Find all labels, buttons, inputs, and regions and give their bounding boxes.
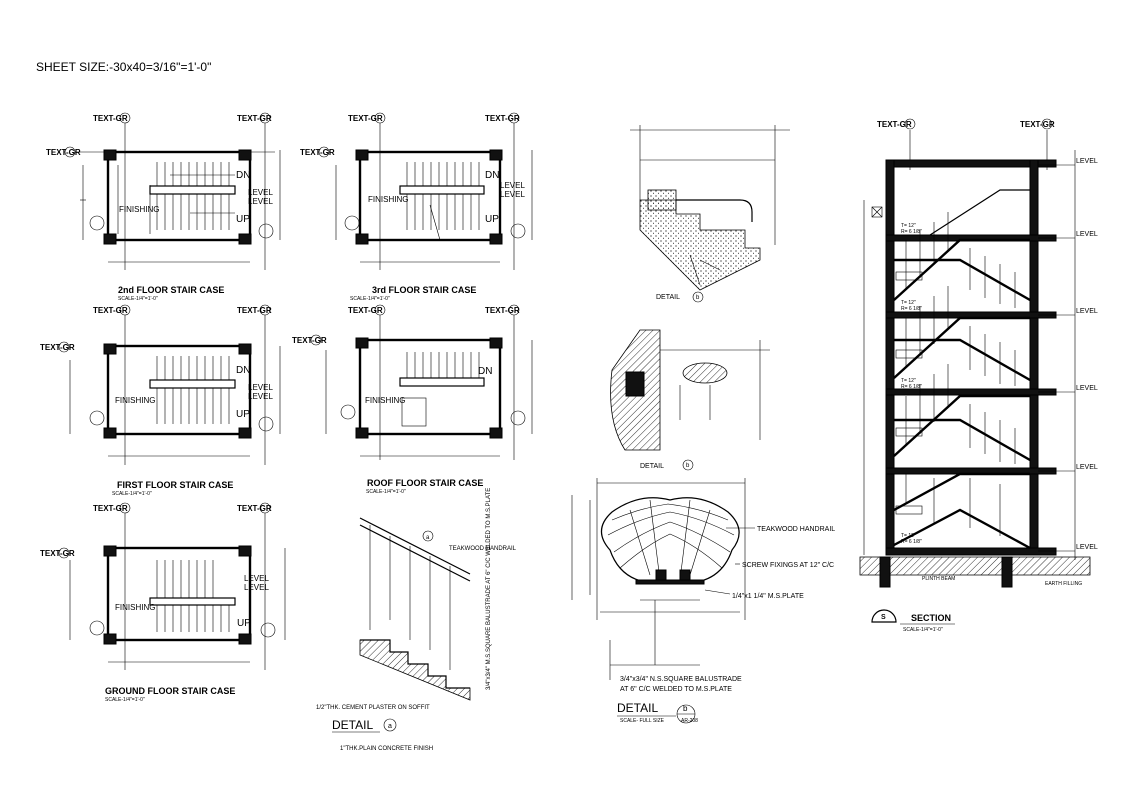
grid-tag: TEXT-GR	[40, 343, 75, 352]
finishing-label: FINISHING	[368, 195, 408, 204]
level-label: LEVEL	[1076, 385, 1098, 392]
grid-tag: TEXT-GR	[1020, 120, 1055, 129]
level-label: LEVEL	[244, 583, 269, 592]
detail-mark: a	[388, 723, 392, 730]
riser-label: R= 6 1/8"	[901, 229, 922, 235]
grid-tag: TEXT-GR	[237, 114, 272, 123]
riser-label: R= 6 1/8"	[901, 384, 922, 390]
detail-mark: b	[686, 463, 690, 469]
detail-label: DETAIL	[332, 718, 373, 732]
plan-title: GROUND FLOOR STAIR CASE	[105, 686, 235, 696]
grid-tag: TEXT-GR	[348, 114, 383, 123]
up-label: UP	[485, 214, 499, 225]
up-label: UP	[236, 409, 250, 420]
detail-mid-wall-handrail: DETAIL b	[610, 329, 770, 471]
grid-tag: TEXT-GR	[46, 148, 81, 157]
plan-roof-floor: TEXT-GR TEXT-GR TEXT-GR DN FINISHING	[292, 304, 533, 495]
level-label: LEVEL	[500, 190, 525, 199]
grid-tag: TEXT-GR	[237, 504, 272, 513]
level-label: LEVEL	[248, 383, 273, 392]
tread-label: T= 12"	[901, 378, 916, 384]
grid-tag: TEXT-GR	[93, 504, 128, 513]
grid-tag: TEXT-GR	[300, 148, 335, 157]
section-scale: SCALE-1/4"=1'-0"	[903, 627, 943, 633]
up-label: UP	[236, 214, 250, 225]
plaster-label: 1/2"THK. CEMENT PLASTER ON SOFFIT	[316, 705, 430, 711]
dn-label: DN	[478, 366, 492, 377]
earth-label: EARTH FILLING	[1045, 581, 1082, 587]
riser-label: R= 6 1/8"	[901, 539, 922, 545]
plan-ground-floor: TEXT-GR TEXT-GR TEXT-GR UP LEVEL LEVEL F…	[40, 502, 286, 703]
level-label: LEVEL	[248, 392, 273, 401]
level-label: LEVEL	[1076, 544, 1098, 551]
plan-scale: SCALE-1/4"=1'-0"	[112, 491, 152, 497]
plan-title: ROOF FLOOR STAIR CASE	[367, 478, 483, 488]
level-label: LEVEL	[1076, 308, 1098, 315]
tread-label: T= 12"	[901, 300, 916, 306]
grid-tag: TEXT-GR	[485, 114, 520, 123]
grid-tag: TEXT-GR	[93, 114, 128, 123]
teakwood-label: TEAKWOOD HANDRAIL	[757, 526, 835, 533]
detail-scale: SCALE- FULL SIZE	[620, 718, 665, 724]
grid-tag: TEXT-GR	[292, 336, 327, 345]
detail-b-handrail-profile: TEAKWOOD HANDRAIL SCREW FIXINGS AT 12" C…	[571, 478, 835, 724]
sheet-size-label: SHEET SIZE:-30x40=3/16"=1'-0"	[36, 60, 211, 74]
plan-title: 3rd FLOOR STAIR CASE	[372, 285, 476, 295]
plan-title: 2nd FLOOR STAIR CASE	[118, 285, 224, 295]
level-label: LEVEL	[500, 181, 525, 190]
detail-mark: b	[683, 704, 688, 713]
finishing-label: FINISHING	[115, 396, 155, 405]
grid-tag: TEXT-GR	[348, 306, 383, 315]
screw-label: SCREW FIXINGS AT 12" C/C	[742, 562, 834, 569]
detail-a-stair-section: a TEAKWOOD HANDRAIL 3/4"x3/4" M.S.SQUARE…	[316, 488, 517, 752]
grid-tag: TEXT-GR	[93, 306, 128, 315]
plan-title: FIRST FLOOR STAIR CASE	[117, 480, 233, 490]
finishing-label: FINISHING	[119, 205, 159, 214]
dn-label: DN	[236, 170, 250, 181]
detail-mark: b	[696, 295, 700, 301]
balustrade-label: 3/4"x3/4" N.S.SQUARE BALUSTRADE	[620, 676, 742, 683]
detail-top-handrail: DETAIL b	[630, 125, 790, 303]
grid-tag: TEXT-GR	[40, 549, 75, 558]
plan-scale: SCALE-1/4"=1'-0"	[350, 296, 390, 302]
detail-label: DETAIL	[640, 463, 664, 470]
section-title: SECTION	[911, 613, 951, 623]
section-drawing: TEXT-GR TEXT-GR	[859, 118, 1098, 633]
finish-label: 1"THK.PLAIN CONCRETE FINISH	[340, 746, 433, 752]
sheet-ref: AR-208	[681, 718, 698, 724]
balustrade-label: AT 6" C/C WELDED TO M.S.PLATE	[620, 686, 732, 693]
grid-tag: TEXT-GR	[485, 306, 520, 315]
dn-label: DN	[236, 365, 250, 376]
plan-first-floor: TEXT-GR TEXT-GR TEXT-GR DN UP LEVEL LEVE…	[40, 304, 281, 497]
plan-3rd-floor: TEXT-GR TEXT-GR TEXT-GR DN UP LEVEL	[300, 112, 533, 302]
level-label: LEVEL	[248, 188, 273, 197]
balustrade-label: 3/4"x3/4" M.S.SQUARE BALUSTRADE AT 6" C/…	[486, 488, 492, 690]
detail-label: DETAIL	[617, 701, 658, 715]
plan-scale: SCALE-1/4"=1'-0"	[118, 296, 158, 302]
riser-label: R= 6 1/8"	[901, 306, 922, 312]
grid-tag: TEXT-GR	[877, 120, 912, 129]
level-label: LEVEL	[248, 197, 273, 206]
teakwood-label: TEAKWOOD HANDRAIL	[449, 546, 517, 552]
grid-tag: TEXT-GR	[237, 306, 272, 315]
detail-mark: a	[426, 535, 430, 541]
plan-scale: SCALE-1/4"=1'-0"	[105, 697, 145, 703]
level-label: LEVEL	[244, 574, 269, 583]
section-mark: S	[881, 614, 886, 621]
finishing-label: FINISHING	[365, 396, 405, 405]
dn-label: DN	[485, 170, 499, 181]
plate-label: 1/4"x1 1/4" M.S.PLATE	[732, 593, 804, 600]
plan-2nd-floor: TEXT-GR TEXT-GR TEXT-GR	[46, 112, 281, 302]
detail-label: DETAIL	[656, 294, 680, 301]
finishing-label: FINISHING	[115, 603, 155, 612]
plan-scale: SCALE-1/4"=1'-0"	[366, 489, 406, 495]
plinth-label: PLINTH BEAM	[922, 576, 955, 582]
level-label: LEVEL	[1076, 158, 1098, 165]
tread-label: T= 12"	[901, 533, 916, 539]
tread-label: T= 12"	[901, 223, 916, 229]
level-label: LEVEL	[1076, 464, 1098, 471]
up-label: UP	[237, 618, 251, 629]
level-label: LEVEL	[1076, 231, 1098, 238]
